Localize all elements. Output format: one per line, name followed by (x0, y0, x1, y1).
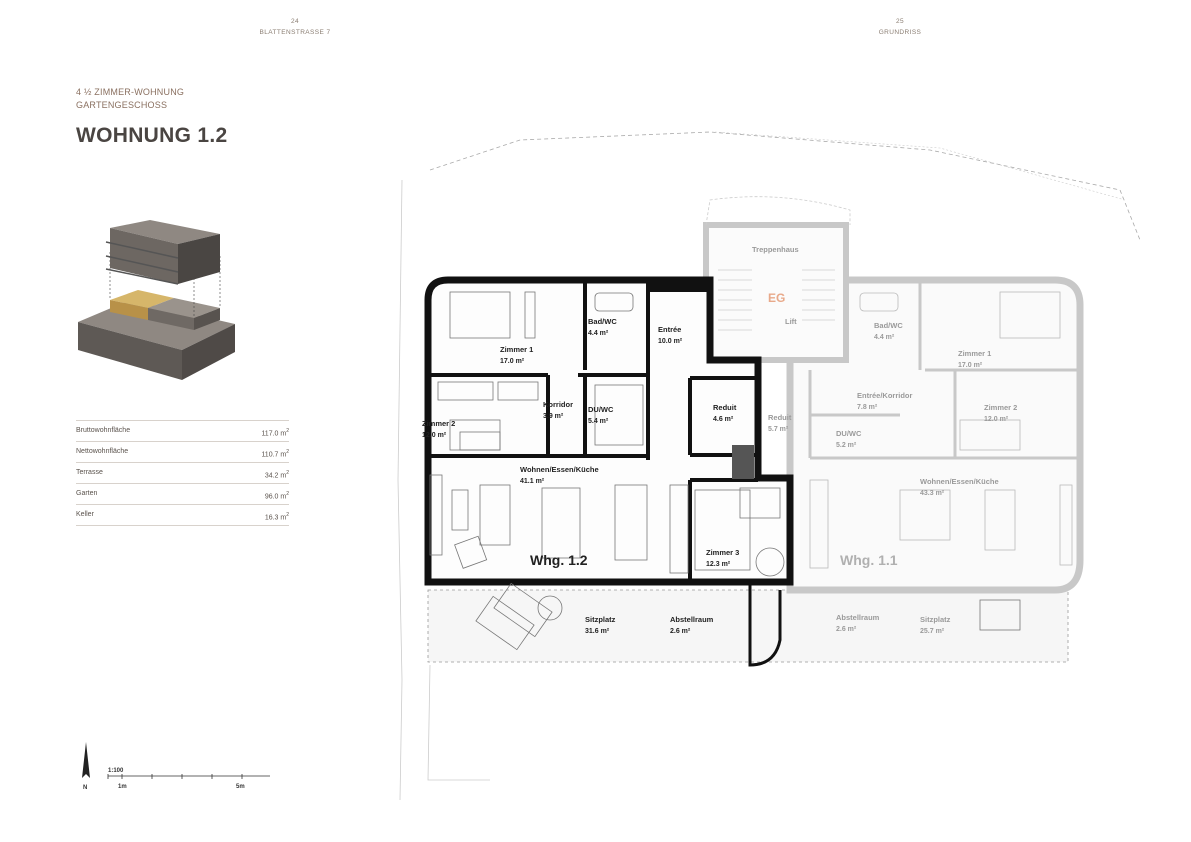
room-area: 17.0 m² (500, 358, 525, 365)
floor-code: EG (768, 291, 785, 305)
room-area: 5.2 m² (836, 442, 857, 449)
room-area: 12.0 m² (984, 416, 1009, 423)
area-label: Nettowohnfläche (76, 448, 129, 455)
unit-floor: GARTENGESCHOSS (76, 100, 168, 110)
page-title-left: BLATTENSTRASSE 7 (259, 29, 331, 36)
room-label: Zimmer 1 (958, 349, 991, 358)
page-title-right: GRUNDRISS (878, 29, 922, 36)
scale-ratio: 1:100 (108, 768, 124, 774)
scale-mark-5m: 5m (236, 784, 245, 790)
room-label: Bad/WC (874, 321, 903, 330)
room-label: Sitzplatz (585, 615, 616, 624)
area-label: Garten (76, 490, 98, 497)
furniture-left (429, 291, 785, 577)
room-label: Zimmer 2 (422, 419, 455, 428)
header-left: 24 BLATTENSTRASSE 7 (225, 16, 365, 38)
area-value: 96.0 m (264, 493, 287, 501)
area-row-brutto: Bruttowohnfläche 117.0 m2 (76, 420, 289, 441)
site-boundary (429, 131, 1140, 241)
room-area: 3.9 m² (543, 413, 564, 420)
page-number-right: 25 (895, 18, 905, 25)
room-area: 25.7 m² (920, 628, 945, 635)
room-label: Zimmer 3 (706, 548, 739, 557)
room-area: 5.4 m² (588, 418, 609, 425)
north-label: N (83, 785, 87, 791)
room-area: 4.4 m² (874, 334, 895, 341)
lift-label: Lift (785, 317, 797, 326)
floor-plan: Zimmer 1 17.0 m² Bad/WC 4.4 m² Entrée 10… (397, 131, 1140, 800)
staircase (703, 222, 849, 363)
room-area: 43.3 m² (920, 490, 945, 497)
apartment-1-1-outline (786, 276, 1084, 594)
area-row-keller: Keller 16.3 m2 (76, 504, 289, 526)
room-area: 4.4 m² (588, 330, 609, 337)
room-area: 5.7 m² (768, 426, 789, 433)
apartment-label-1-2: Whg. 1.2 (530, 552, 588, 568)
room-label: Reduit (768, 413, 792, 422)
interior-walls (428, 280, 758, 582)
area-label: Terrasse (76, 469, 103, 476)
room-label: Zimmer 1 (500, 345, 533, 354)
terrace-area (427, 589, 1069, 663)
room-label: Wohnen/Essen/Küche (520, 465, 599, 474)
room-label: Abstellraum (836, 613, 880, 622)
header-right: 25 GRUNDRISS (830, 16, 970, 38)
scale-mark-1m: 1m (118, 784, 127, 790)
room-area: 17.0 m² (958, 362, 983, 369)
unit-type: 4 ½ ZIMMER-WOHNUNG (76, 87, 185, 97)
room-label: Wohnen/Essen/Küche (920, 477, 999, 486)
room-label: Zimmer 2 (984, 403, 1017, 412)
room-label: Reduit (713, 403, 737, 412)
area-table: Bruttowohnfläche 117.0 m2 Nettowohnfläch… (76, 420, 289, 526)
room-area: 31.6 m² (585, 628, 610, 635)
room-area: 7.8 m² (857, 404, 878, 411)
room-area: 2.6 m² (836, 626, 857, 633)
area-value: 34.2 m (264, 472, 287, 480)
apartment-label-1-1: Whg. 1.1 (840, 552, 898, 568)
room-area: 12.3 m² (706, 561, 731, 568)
scale-bar: N 1:100 1m 5m (82, 742, 270, 791)
room-area: 4.6 m² (713, 416, 734, 423)
page-title: WOHNUNG 1.2 (76, 124, 228, 147)
north-arrow-icon (82, 742, 90, 778)
area-value: 117.0 m (261, 430, 287, 438)
room-area: 12.0 m² (422, 432, 447, 439)
area-row-garten: Garten 96.0 m2 (76, 483, 289, 504)
room-label: Entrée (658, 325, 681, 334)
area-value: 110.7 m (261, 451, 287, 459)
area-row-netto: Nettowohnfläche 110.7 m2 (76, 441, 289, 462)
building-isometric-illustration (78, 220, 235, 380)
room-area: 10.0 m² (658, 338, 683, 345)
page-number-left: 24 (290, 18, 300, 25)
room-label: DU/WC (588, 405, 614, 414)
apartment-1-2-outline (424, 276, 794, 586)
room-area: 41.1 m² (520, 478, 545, 485)
room-label: Abstellraum (670, 615, 714, 624)
area-label: Bruttowohnfläche (76, 427, 131, 434)
area-label: Keller (76, 511, 94, 518)
room-label: Bad/WC (588, 317, 617, 326)
room-label: DU/WC (836, 429, 862, 438)
room-area: 2.6 m² (670, 628, 691, 635)
staircase-label: Treppenhaus (752, 245, 799, 254)
unit-subtitle: 4 ½ ZIMMER-WOHNUNG GARTENGESCHOSS (76, 86, 184, 112)
room-label: Korridor (543, 400, 573, 409)
area-value: 16.3 m (264, 514, 287, 522)
area-row-terrasse: Terrasse 34.2 m2 (76, 462, 289, 483)
room-label: Entrée/Korridor (857, 391, 913, 400)
room-label: Sitzplatz (920, 615, 951, 624)
